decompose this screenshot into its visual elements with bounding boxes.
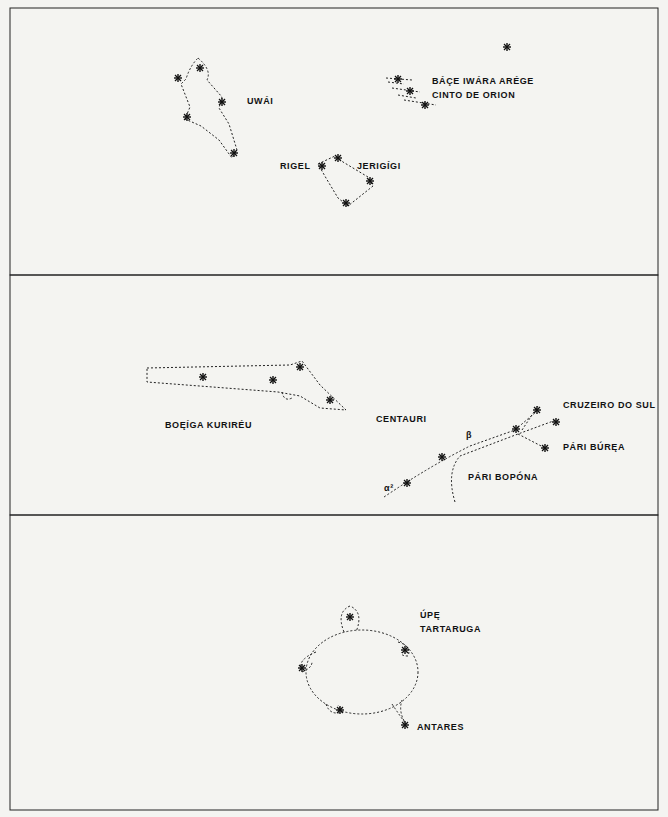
panel-frame	[10, 275, 658, 515]
fish-fin	[282, 392, 292, 399]
turtle-leg	[398, 642, 409, 656]
constellation-label: β	[466, 430, 472, 441]
constellation-label: BOĘÍGA KURIRÉU	[165, 420, 252, 431]
alligator-outline	[181, 58, 237, 158]
constellation-label: BÁÇE IWÁRA ARÉGE	[432, 76, 534, 87]
panel-frame	[10, 515, 658, 810]
centauri-line	[451, 420, 556, 502]
constellation-label: CINTO DE ORION	[432, 90, 515, 101]
constellation-label: RIGEL	[280, 161, 311, 172]
turtle-head	[341, 606, 359, 632]
constellation-label: ANTARES	[417, 722, 464, 733]
fish-outline	[147, 361, 346, 410]
constellation-label: ÚPĘ	[420, 610, 440, 621]
panel-frame	[10, 8, 658, 275]
constellation-label: PÁRI BOPÓNA	[468, 472, 538, 483]
constellation-label: α²	[384, 483, 394, 494]
constellation-label: CENTAURI	[376, 414, 427, 425]
belt-streaks	[386, 78, 436, 105]
cross-branch	[518, 406, 545, 448]
constellation-label: JERIGÍGI	[357, 161, 401, 172]
constellation-label: TARTARUGA	[420, 624, 481, 635]
constellation-label: CRUZEIRO DO SUL	[563, 400, 656, 411]
constellation-label: PÁRI BÚRĘA	[563, 442, 625, 453]
constellation-label: UWÁI	[247, 96, 273, 107]
stars	[174, 43, 560, 729]
turtle-leg	[392, 700, 406, 724]
